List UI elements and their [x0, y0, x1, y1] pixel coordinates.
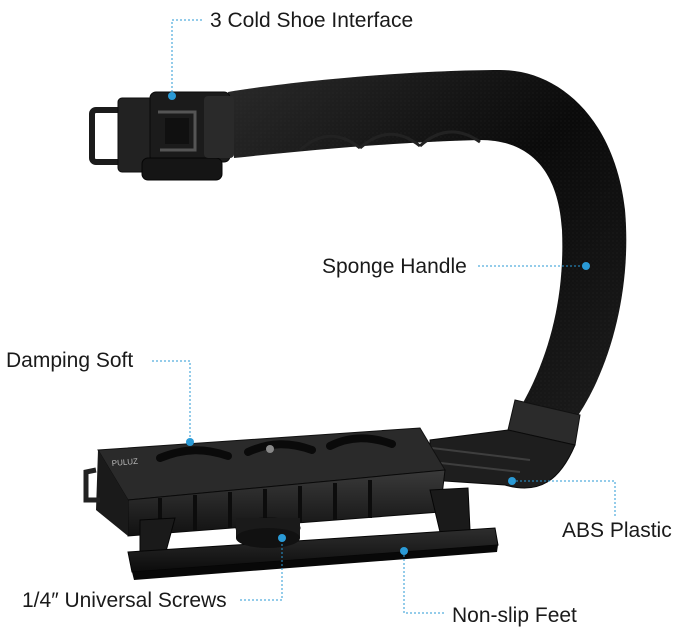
label-cold-shoe-interface: 3 Cold Shoe Interface [210, 9, 414, 32]
dot-feet [400, 547, 408, 555]
dot-abs [508, 477, 516, 485]
base-grip: PULUZ [83, 427, 446, 537]
label-universal-screws: 1/4″ Universal Screws [22, 589, 227, 612]
callout-line-feet [403, 551, 444, 614]
label-non-slip-feet: Non-slip Feet [452, 604, 577, 627]
callout-line-damping [152, 360, 191, 442]
cold-shoe-mount [89, 91, 234, 181]
abs-plastic-arm [429, 399, 581, 489]
dot-damping [186, 438, 194, 446]
label-damping-soft: Damping Soft [6, 349, 134, 372]
callouts [152, 19, 616, 614]
brand-marking: PULUZ [111, 457, 138, 468]
universal-screw [235, 517, 301, 548]
callout-dots [168, 92, 590, 555]
dot-sponge [582, 262, 590, 270]
callout-line-screws [240, 538, 283, 601]
damping-soft-pad [156, 434, 396, 462]
label-sponge-handle: Sponge Handle [322, 255, 467, 278]
label-abs-plastic: ABS Plastic [562, 519, 672, 542]
dot-cold-shoe [168, 92, 176, 100]
sponge-handle [228, 70, 627, 420]
callout-line-cold-shoe [171, 19, 202, 96]
dot-screws [278, 534, 286, 542]
